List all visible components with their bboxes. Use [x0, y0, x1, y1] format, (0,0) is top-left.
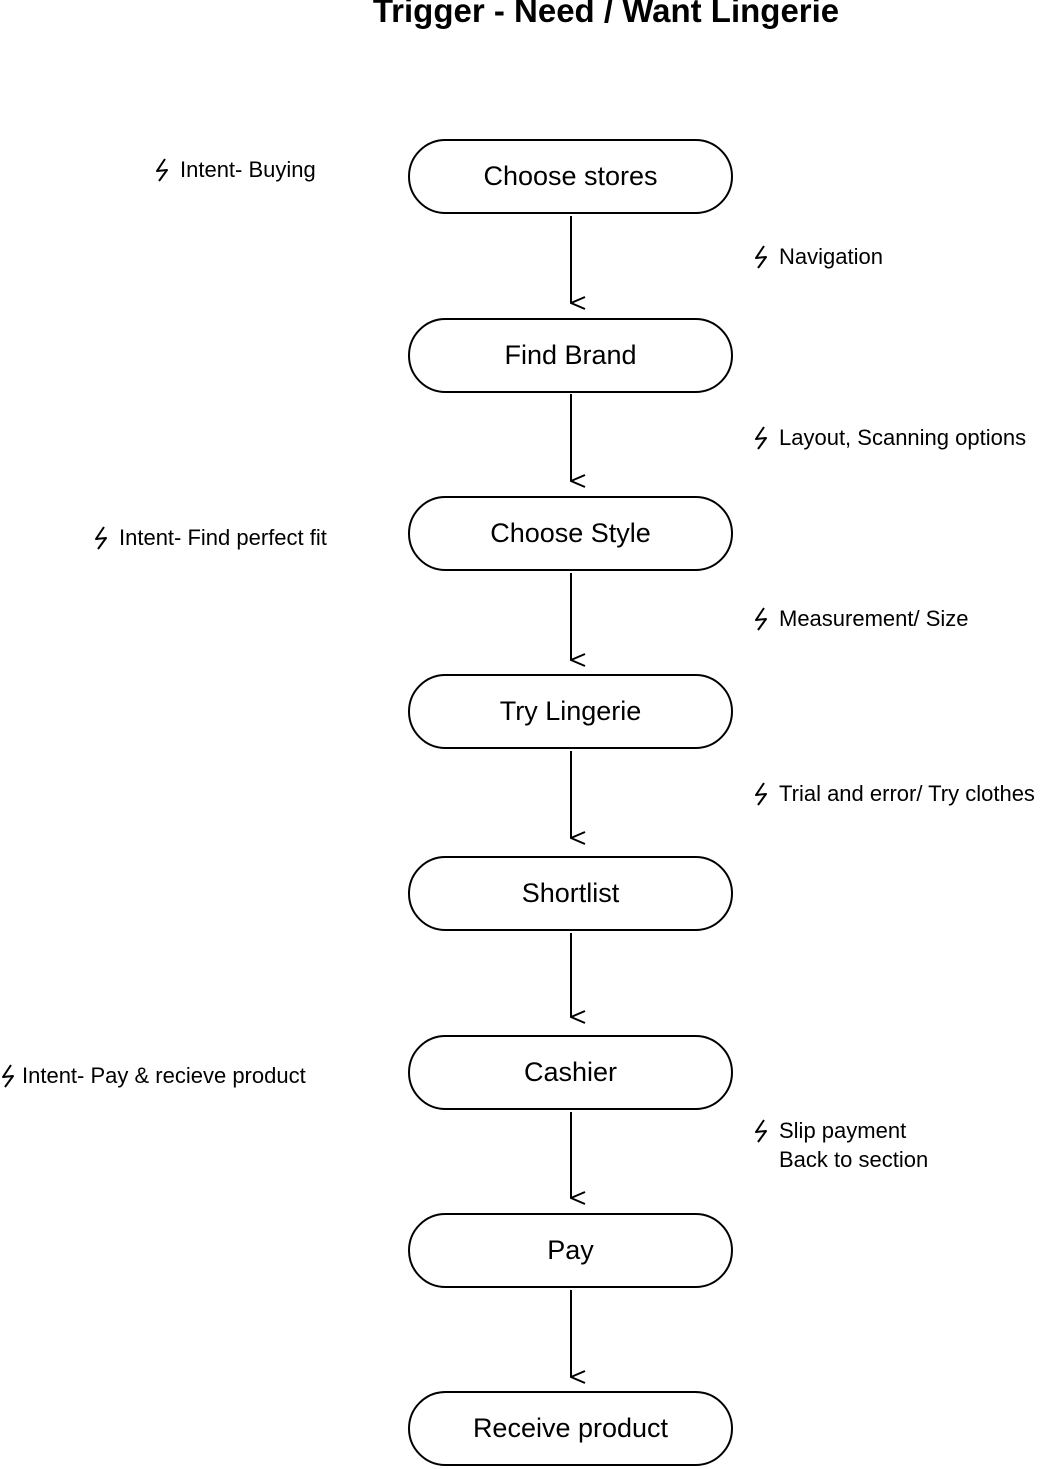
note-trial-error: Trial and error/ Try clothes — [753, 779, 1035, 808]
diagram-title: Trigger - Need / Want Lingerie — [372, 0, 840, 29]
step-cashier: Cashier — [408, 1035, 733, 1110]
lightning-bolt-icon — [755, 1119, 767, 1143]
lightning-bolt-icon — [95, 526, 107, 550]
note-measurement: Measurement/ Size — [753, 604, 969, 633]
step-receive-product: Receive product — [408, 1391, 733, 1466]
note-text: Intent- Buying — [180, 157, 316, 182]
step-find-brand: Find Brand — [408, 318, 733, 393]
lightning-bolt-icon — [755, 426, 767, 450]
note-text: Navigation — [779, 244, 883, 269]
note-text: Intent- Pay & recieve product — [22, 1063, 306, 1088]
note-text: Intent- Find perfect fit — [119, 525, 327, 550]
note-text: Measurement/ Size — [779, 606, 969, 631]
note-slip-payment: Slip payment Back to section — [753, 1116, 928, 1174]
lightning-bolt-icon — [755, 245, 767, 269]
lightning-bolt-icon — [755, 607, 767, 631]
note-navigation: Navigation — [753, 242, 883, 271]
note-text: Trial and error/ Try clothes — [779, 781, 1035, 806]
note-text: Layout, Scanning options — [779, 425, 1027, 450]
lightning-bolt-icon — [755, 782, 767, 806]
note-intent-pay: Intent- Pay & recieve product — [0, 1061, 306, 1090]
step-choose-stores: Choose stores — [408, 139, 733, 214]
step-try-lingerie: Try Lingerie — [408, 674, 733, 749]
lightning-bolt-icon — [156, 158, 168, 182]
note-text: Slip payment Back to section — [779, 1118, 929, 1172]
step-pay: Pay — [408, 1213, 733, 1288]
note-layout: Layout, Scanning options — [753, 423, 1026, 452]
note-intent-buying: Intent- Buying — [154, 155, 316, 184]
step-choose-style: Choose Style — [408, 496, 733, 571]
lightning-bolt-icon — [2, 1064, 14, 1088]
note-intent-find-fit: Intent- Find perfect fit — [93, 523, 327, 552]
step-shortlist: Shortlist — [408, 856, 733, 931]
